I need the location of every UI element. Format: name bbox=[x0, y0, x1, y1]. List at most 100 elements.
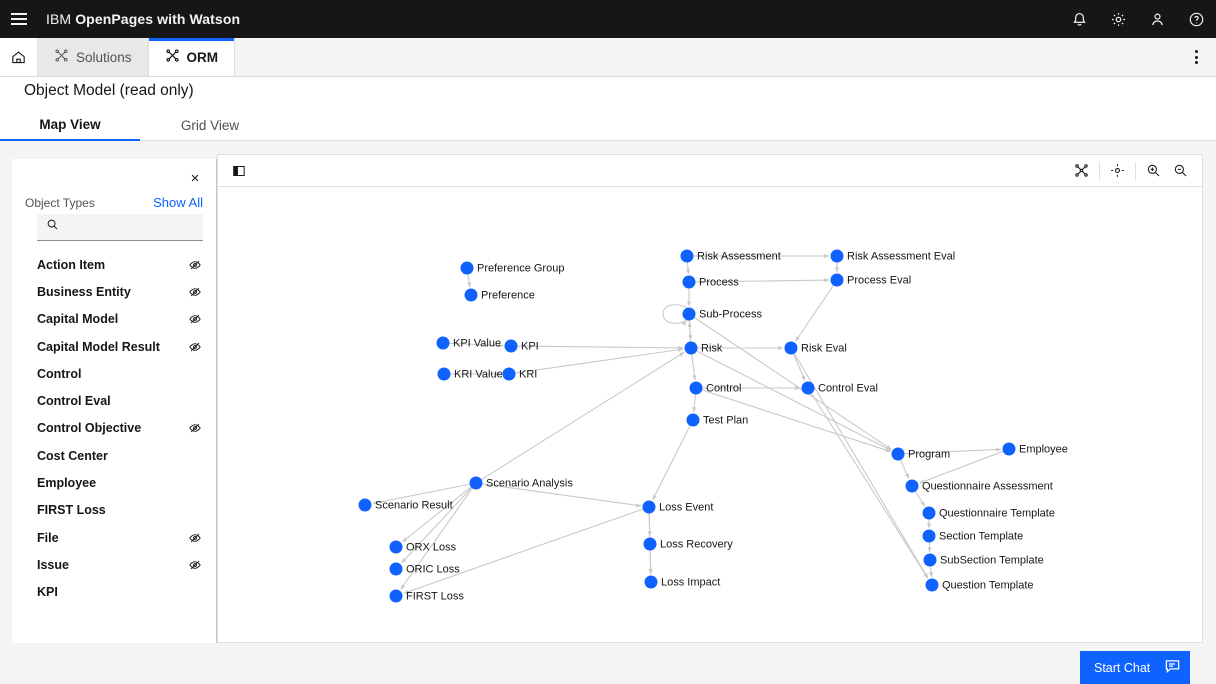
graph-node[interactable]: ORIC Loss bbox=[389, 562, 461, 576]
graph-node-dot[interactable] bbox=[642, 500, 656, 514]
eye-off-icon[interactable] bbox=[188, 531, 202, 545]
graph-node-dot[interactable] bbox=[682, 275, 696, 289]
graph-node[interactable]: FIRST Loss bbox=[389, 589, 465, 603]
graph-node-dot[interactable] bbox=[358, 498, 372, 512]
eye-off-icon[interactable] bbox=[188, 258, 202, 272]
graph-node[interactable]: Questionnaire Assessment bbox=[905, 479, 1053, 493]
graph-node[interactable]: Risk Eval bbox=[784, 341, 847, 355]
tab-orm[interactable]: ORM bbox=[148, 38, 236, 76]
graph-node-dot[interactable] bbox=[801, 381, 815, 395]
graph-node-dot[interactable] bbox=[686, 413, 700, 427]
help-icon[interactable] bbox=[1177, 0, 1216, 38]
graph-node-dot[interactable] bbox=[1002, 442, 1016, 456]
object-type-item[interactable]: Issue bbox=[12, 551, 216, 578]
graph-node[interactable]: KPI bbox=[504, 339, 539, 353]
graph-node-dot[interactable] bbox=[504, 339, 518, 353]
graph-node[interactable]: Scenario Result bbox=[358, 498, 453, 512]
object-type-item[interactable]: Control bbox=[12, 360, 216, 387]
home-icon[interactable] bbox=[0, 38, 38, 76]
graph-node[interactable]: Program bbox=[891, 447, 951, 461]
object-type-item[interactable]: Action Item bbox=[12, 251, 216, 278]
graph-node-dot[interactable] bbox=[460, 261, 474, 275]
graph-node-dot[interactable] bbox=[389, 540, 403, 554]
graph-node[interactable]: Loss Impact bbox=[644, 575, 721, 589]
search-box[interactable] bbox=[37, 214, 203, 241]
zoom-in-icon[interactable] bbox=[1140, 158, 1167, 184]
graph-node[interactable]: Control bbox=[689, 381, 742, 395]
hamburger-icon[interactable] bbox=[0, 0, 38, 38]
graph-node-dot[interactable] bbox=[684, 341, 698, 355]
graph-node[interactable]: KPI Value bbox=[436, 336, 502, 350]
settings-icon[interactable] bbox=[1099, 0, 1138, 38]
graph-node-dot[interactable] bbox=[891, 447, 905, 461]
graph-node-dot[interactable] bbox=[389, 562, 403, 576]
graph-node[interactable]: Loss Recovery bbox=[643, 537, 734, 551]
graph-node-dot[interactable] bbox=[923, 553, 937, 567]
graph-node-dot[interactable] bbox=[922, 506, 936, 520]
graph-node-dot[interactable] bbox=[644, 575, 658, 589]
graph-node[interactable]: Scenario Analysis bbox=[469, 476, 574, 490]
graph-node[interactable]: ORX Loss bbox=[389, 540, 457, 554]
graph-node-dot[interactable] bbox=[502, 367, 516, 381]
graph-node[interactable]: Preference bbox=[464, 288, 535, 302]
object-type-item[interactable]: Business Entity bbox=[12, 278, 216, 305]
object-type-item[interactable]: KPI bbox=[12, 579, 216, 606]
graph-node[interactable]: Test Plan bbox=[686, 413, 749, 427]
show-all-link[interactable]: Show All bbox=[153, 195, 203, 210]
graph-node-dot[interactable] bbox=[689, 381, 703, 395]
graph-node[interactable]: SubSection Template bbox=[923, 553, 1044, 567]
graph-node-dot[interactable] bbox=[437, 367, 451, 381]
graph-node[interactable]: Employee bbox=[1002, 442, 1068, 456]
zoom-out-icon[interactable] bbox=[1167, 158, 1194, 184]
graph-node[interactable]: Process Eval bbox=[830, 273, 912, 287]
object-type-item[interactable]: Capital Model Result bbox=[12, 333, 216, 360]
network-layout-icon[interactable] bbox=[1068, 158, 1095, 184]
graph-node-dot[interactable] bbox=[905, 479, 919, 493]
notifications-icon[interactable] bbox=[1060, 0, 1099, 38]
fit-to-screen-icon[interactable] bbox=[1104, 158, 1131, 184]
graph-node-dot[interactable] bbox=[680, 249, 694, 263]
object-type-item[interactable]: FIRST Loss bbox=[12, 497, 216, 524]
graph-node[interactable]: KRI Value bbox=[437, 367, 503, 381]
graph-node-dot[interactable] bbox=[925, 578, 939, 592]
graph-node[interactable]: Sub-Process bbox=[682, 307, 763, 321]
graph-node[interactable]: Control Eval bbox=[801, 381, 878, 395]
search-input[interactable] bbox=[67, 220, 197, 234]
close-icon[interactable]: × bbox=[190, 169, 200, 187]
graph-node[interactable]: Section Template bbox=[922, 529, 1024, 543]
tab-solutions[interactable]: Solutions bbox=[38, 38, 149, 76]
tab-overflow-menu-icon[interactable] bbox=[1176, 38, 1216, 76]
graph-node[interactable]: Risk Assessment Eval bbox=[830, 249, 956, 263]
eye-off-icon[interactable] bbox=[188, 421, 202, 435]
graph-node[interactable]: Preference Group bbox=[460, 261, 565, 275]
graph-node[interactable]: Question Template bbox=[925, 578, 1034, 592]
graph-node-dot[interactable] bbox=[643, 537, 657, 551]
eye-off-icon[interactable] bbox=[188, 285, 202, 299]
graph-node-dot[interactable] bbox=[830, 273, 844, 287]
graph-node[interactable]: Risk bbox=[684, 341, 723, 355]
graph-node-dot[interactable] bbox=[682, 307, 696, 321]
graph-node[interactable]: Questionnaire Template bbox=[922, 506, 1055, 520]
graph-node-dot[interactable] bbox=[469, 476, 483, 490]
object-type-item[interactable]: Control Eval bbox=[12, 387, 216, 414]
panel-toggle-icon[interactable] bbox=[225, 158, 252, 184]
object-type-item[interactable]: File bbox=[12, 524, 216, 551]
eye-off-icon[interactable] bbox=[188, 340, 202, 354]
graph-node[interactable]: Loss Event bbox=[642, 500, 714, 514]
object-type-item[interactable]: Control Objective bbox=[12, 415, 216, 442]
user-profile-icon[interactable] bbox=[1138, 0, 1177, 38]
tab-grid-view[interactable]: Grid View bbox=[140, 110, 280, 141]
graph-node-dot[interactable] bbox=[784, 341, 798, 355]
graph-node-dot[interactable] bbox=[922, 529, 936, 543]
start-chat-button[interactable]: Start Chat bbox=[1080, 651, 1190, 684]
graph-node-dot[interactable] bbox=[830, 249, 844, 263]
graph-node-dot[interactable] bbox=[436, 336, 450, 350]
graph-node-dot[interactable] bbox=[464, 288, 478, 302]
graph-node-dot[interactable] bbox=[389, 589, 403, 603]
eye-off-icon[interactable] bbox=[188, 558, 202, 572]
graph-node[interactable]: Process bbox=[682, 275, 740, 289]
graph-node[interactable]: KRI bbox=[502, 367, 538, 381]
